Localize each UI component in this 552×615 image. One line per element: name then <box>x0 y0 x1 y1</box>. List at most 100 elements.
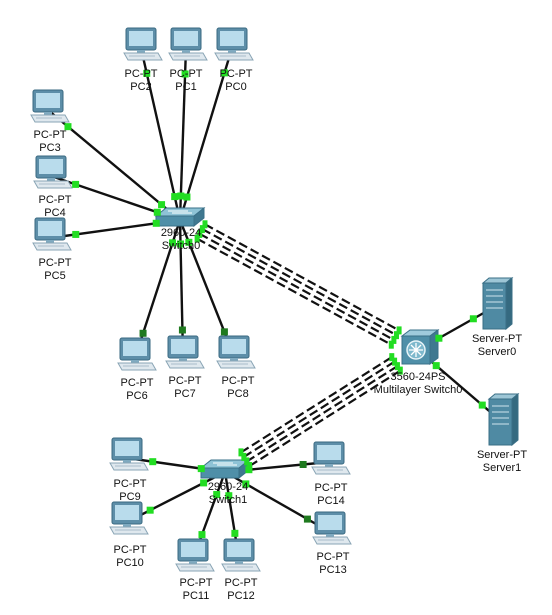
port-indicator <box>197 229 203 238</box>
pc1-pc-icon[interactable] <box>168 27 208 61</box>
port-indicator <box>299 460 307 468</box>
port-indicator <box>231 529 239 537</box>
device-type-label: 2960-24 <box>161 227 201 239</box>
device-type-label: PC-PT <box>317 551 350 563</box>
device-type-label: PC-PT <box>220 68 253 80</box>
port-indicator <box>396 326 402 335</box>
device-type-label: PC-PT <box>169 375 202 387</box>
device-type-label: 2960-24 <box>208 481 248 493</box>
port-indicator <box>392 357 398 366</box>
pc8-pc-icon[interactable] <box>216 335 256 369</box>
port-indicator <box>241 452 247 461</box>
port-indicator <box>388 340 394 349</box>
pc3-pc-icon[interactable] <box>30 89 70 123</box>
port-indicator <box>152 219 160 227</box>
port-indicator <box>397 366 403 375</box>
pc2-pc-icon[interactable] <box>123 27 163 61</box>
device-name-label: PC13 <box>319 564 347 576</box>
link-switch1-mls0-4[interactable] <box>248 369 401 467</box>
port-indicator <box>238 448 244 457</box>
link-switch0-mls0-2[interactable] <box>201 228 398 337</box>
device-type-label: PC-PT <box>225 577 258 589</box>
link-pc10-switch1[interactable] <box>126 470 226 524</box>
port-indicator <box>220 328 228 336</box>
port-indicator <box>158 201 166 209</box>
device-type-label: PC-PT <box>170 68 203 80</box>
device-name-label: Server0 <box>478 346 517 358</box>
link-pc0-switch0[interactable] <box>178 47 234 221</box>
device-name-label: PC11 <box>183 590 210 602</box>
pc14-pc-icon[interactable] <box>311 441 351 475</box>
server1-server-icon[interactable] <box>487 392 520 447</box>
pc6-pc-icon[interactable] <box>117 337 157 371</box>
port-indicator <box>194 234 200 243</box>
port-indicator <box>303 515 311 523</box>
device-type-label: Server-PT <box>472 333 522 345</box>
port-indicator <box>185 238 193 246</box>
labels-layer: PC-PTPC2PC-PTPC1PC-PTPC0PC-PTPC3PC-PTPC4… <box>34 68 528 602</box>
device-type-label: PC-PT <box>114 544 147 556</box>
link-switch1-mls0-3[interactable] <box>246 365 399 463</box>
server0-server-icon[interactable] <box>481 276 514 331</box>
device-type-label: PC-PT <box>114 478 147 490</box>
device-type-label: PC-PT <box>34 129 67 141</box>
device-type-label: PC-PT <box>222 375 255 387</box>
pc4-pc-icon[interactable] <box>33 155 73 189</box>
pc7-pc-icon[interactable] <box>165 335 205 369</box>
device-name-label: PC9 <box>119 491 140 503</box>
device-name-label: Server1 <box>483 462 522 474</box>
device-name-label: Switch1 <box>209 494 248 506</box>
port-indicator <box>143 69 151 77</box>
link-switch0-mls0-4[interactable] <box>196 237 392 346</box>
device-type-label: 3560-24PS <box>390 371 445 383</box>
device-name-label: PC3 <box>39 142 60 154</box>
device-name-label: PC10 <box>116 557 144 569</box>
port-indicator <box>244 457 250 466</box>
port-indicator <box>72 180 80 188</box>
pc12-pc-icon[interactable] <box>221 538 261 572</box>
device-name-label: PC0 <box>225 81 246 93</box>
device-type-label: Server-PT <box>477 449 527 461</box>
port-indicator <box>153 208 161 216</box>
device-name-label: PC4 <box>44 207 65 219</box>
pc11-pc-icon[interactable] <box>175 538 215 572</box>
device-type-label: PC-PT <box>39 194 72 206</box>
link-switch0-mls0-3[interactable] <box>199 232 395 341</box>
port-indicator <box>183 193 191 201</box>
switch0-switch-icon[interactable] <box>154 206 206 228</box>
pc0-pc-icon[interactable] <box>214 27 254 61</box>
port-indicator <box>478 401 486 409</box>
device-name-label: PC8 <box>227 388 248 400</box>
switch1-switch-icon[interactable] <box>199 458 251 480</box>
link-switch1-mls0-1[interactable] <box>240 356 393 454</box>
port-indicator <box>169 239 177 247</box>
port-indicator <box>139 329 147 337</box>
port-indicator <box>146 506 154 514</box>
device-type-label: PC-PT <box>121 377 154 389</box>
port-indicator <box>391 335 397 344</box>
port-indicator <box>72 230 80 238</box>
port-indicator <box>64 123 72 131</box>
pc5-pc-icon[interactable] <box>32 217 72 251</box>
pc10-pc-icon[interactable] <box>109 501 149 535</box>
port-indicator <box>247 461 253 470</box>
device-name-label: PC14 <box>317 495 345 507</box>
pc13-pc-icon[interactable] <box>312 511 352 545</box>
device-name-label: Multilayer Switch0 <box>374 384 463 396</box>
devices-layer <box>30 27 520 572</box>
port-indicator <box>199 225 205 234</box>
ports-layer <box>64 69 486 539</box>
port-indicator <box>202 220 208 229</box>
port-indicator <box>469 315 477 323</box>
mls0-multilayer-switch-icon[interactable] <box>400 329 440 365</box>
port-indicator <box>177 192 185 200</box>
port-indicator <box>213 491 221 499</box>
device-name-label: PC12 <box>227 590 255 602</box>
port-indicator <box>177 240 185 248</box>
pc9-pc-icon[interactable] <box>109 437 149 471</box>
link-switch1-mls0-2[interactable] <box>243 360 396 458</box>
link-switch0-mls0-1[interactable] <box>204 223 400 332</box>
device-type-label: PC-PT <box>125 68 158 80</box>
port-indicator <box>225 492 233 500</box>
